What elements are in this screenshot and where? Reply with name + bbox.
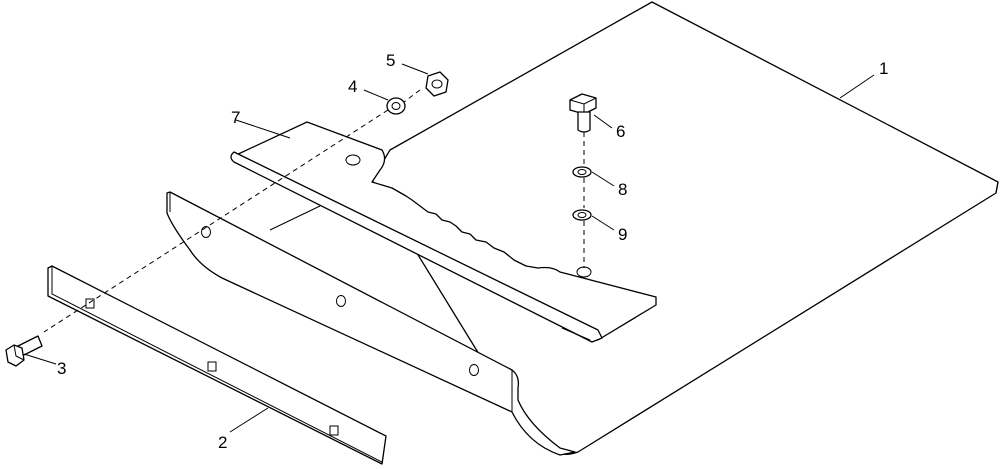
callout-2: 2 — [218, 433, 227, 452]
assembly-lines — [43, 89, 585, 333]
angle-bar — [166, 191, 576, 456]
lock-washer-4 — [386, 97, 406, 115]
hex-bolt-6 — [569, 93, 597, 133]
callout-9: 9 — [618, 225, 627, 244]
callout-6: 6 — [616, 122, 625, 141]
hex-bolt-3 — [5, 335, 43, 367]
callout-5: 5 — [386, 51, 395, 70]
bracket-plate — [230, 121, 657, 343]
angle-hole-1 — [201, 226, 211, 238]
callout-1: 1 — [879, 59, 888, 78]
callout-labels: 1 2 3 4 5 6 7 8 9 — [57, 51, 888, 452]
callout-4: 4 — [348, 77, 357, 96]
bracket-hole-left — [345, 154, 361, 166]
angle-hole-2 — [336, 295, 346, 307]
washer-9 — [572, 209, 592, 221]
callout-8: 8 — [618, 180, 627, 199]
washer-8 — [572, 166, 592, 178]
leader-lines — [23, 63, 875, 433]
wear-strip — [47, 265, 387, 465]
hex-nut-5 — [425, 71, 449, 97]
callout-3: 3 — [57, 359, 66, 378]
callout-7: 7 — [231, 108, 240, 127]
strip-square-holes — [85, 298, 339, 436]
angle-hole-3 — [469, 364, 479, 376]
